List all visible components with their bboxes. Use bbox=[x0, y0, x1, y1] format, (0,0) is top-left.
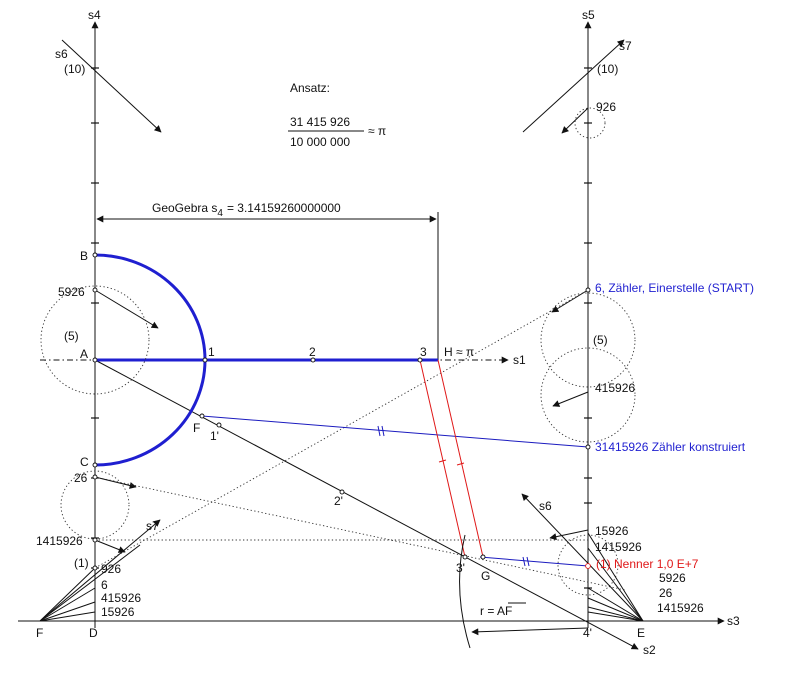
label-s4: s4 bbox=[88, 8, 101, 22]
label-right-415926: 415926 bbox=[595, 381, 635, 395]
ansatz-title: Ansatz: bbox=[290, 81, 330, 95]
line-zaehler bbox=[201, 415, 589, 448]
circle-right-415926 bbox=[540, 347, 636, 443]
circle-926-top bbox=[574, 107, 606, 139]
label-right-1415926b: 1415926 bbox=[657, 601, 704, 615]
axis-s2 bbox=[94, 359, 639, 650]
line-s6-top bbox=[61, 39, 162, 133]
label-left-5: (5) bbox=[64, 329, 79, 343]
label-s5: s5 bbox=[582, 8, 595, 22]
label-left-415926: 415926 bbox=[101, 591, 141, 605]
label-4-prime: 4' bbox=[583, 626, 592, 640]
label-right-10: (10) bbox=[597, 62, 618, 76]
label-s3: s3 bbox=[727, 614, 740, 628]
label-d: D bbox=[89, 626, 98, 640]
label-right-26: 26 bbox=[659, 586, 673, 600]
label-s6-bottom: s6 bbox=[539, 499, 552, 513]
arrow-415926 bbox=[552, 391, 589, 407]
red-parallel-h bbox=[437, 359, 484, 558]
label-1-prime: 1' bbox=[210, 429, 219, 443]
label-s1: s1 bbox=[513, 353, 526, 367]
label-2-prime: 2' bbox=[334, 494, 343, 508]
label-right-15926: 15926 bbox=[595, 524, 629, 538]
annotation-radius: r = AF bbox=[480, 604, 512, 618]
ansatz-denominator: 10 000 000 bbox=[290, 135, 350, 149]
label-f-lower: F bbox=[36, 626, 43, 640]
label-left-1: (1) bbox=[74, 556, 89, 570]
arrow-5926 bbox=[94, 289, 159, 329]
line-nenner bbox=[479, 556, 589, 567]
circle-left-26 bbox=[60, 470, 130, 540]
fan-right bbox=[521, 493, 644, 622]
label-e: E bbox=[637, 626, 645, 640]
label-s7-bottom: s7 bbox=[146, 519, 159, 533]
arrow-1415926 bbox=[94, 539, 126, 553]
ansatz-approx: ≈ π bbox=[368, 124, 386, 138]
line-s7-top bbox=[522, 39, 625, 133]
arrow-15926 bbox=[549, 529, 589, 541]
circle-right-5 bbox=[540, 292, 636, 388]
red-parallel-3 bbox=[419, 359, 466, 558]
label-f-upper: F bbox=[193, 421, 200, 435]
fan-left bbox=[39, 519, 161, 622]
label-s7-top: s7 bbox=[619, 39, 632, 53]
annotation-nenner: (1) Nenner 1,0 E+7 bbox=[596, 557, 699, 571]
label-right-1415926: 1415926 bbox=[595, 540, 642, 554]
label-1: 1 bbox=[208, 345, 215, 359]
geogebra-label: GeoGebra s4= 3.14159260000000 bbox=[152, 201, 341, 219]
label-left-5926: 5926 bbox=[58, 285, 85, 299]
mark-zaehler bbox=[377, 425, 381, 437]
s5-ticks bbox=[584, 67, 592, 589]
annotation-start: 6, Zähler, Einerstelle (START) bbox=[595, 281, 754, 295]
label-left-26: 26 bbox=[74, 471, 88, 485]
label-b: B bbox=[80, 249, 88, 263]
label-left-1415926: 1415926 bbox=[36, 534, 83, 548]
label-right-926: 926 bbox=[596, 100, 616, 114]
point-markers bbox=[92, 252, 591, 571]
radius-arc bbox=[459, 534, 471, 649]
label-left-6: 6 bbox=[101, 578, 108, 592]
label-3-prime: 3' bbox=[456, 561, 465, 575]
label-left-15926: 15926 bbox=[101, 605, 135, 619]
label-left-10: (10) bbox=[64, 62, 85, 76]
mark-nenner bbox=[522, 556, 526, 567]
label-h: H ≈ π bbox=[444, 345, 474, 359]
label-left-926: 926 bbox=[101, 562, 121, 576]
ansatz-numerator: 31 415 926 bbox=[290, 115, 350, 129]
arrow-26 bbox=[94, 476, 137, 489]
label-s2: s2 bbox=[643, 643, 656, 657]
label-2: 2 bbox=[309, 345, 316, 359]
circle-left-5 bbox=[40, 285, 150, 395]
dotted-26-line bbox=[94, 476, 626, 591]
label-right-5: (5) bbox=[593, 333, 608, 347]
annotation-zaehler: 31415926 Zähler konstruiert bbox=[595, 440, 746, 454]
label-3: 3 bbox=[420, 345, 427, 359]
label-c: C bbox=[80, 455, 89, 469]
label-a: A bbox=[80, 347, 88, 361]
label-s6-top: s6 bbox=[55, 47, 68, 61]
label-g: G bbox=[481, 569, 490, 583]
circle-right-nenner bbox=[557, 534, 619, 596]
radius-arrow bbox=[471, 627, 589, 636]
label-right-5926: 5926 bbox=[659, 571, 686, 585]
dotted-start-line bbox=[94, 289, 589, 569]
